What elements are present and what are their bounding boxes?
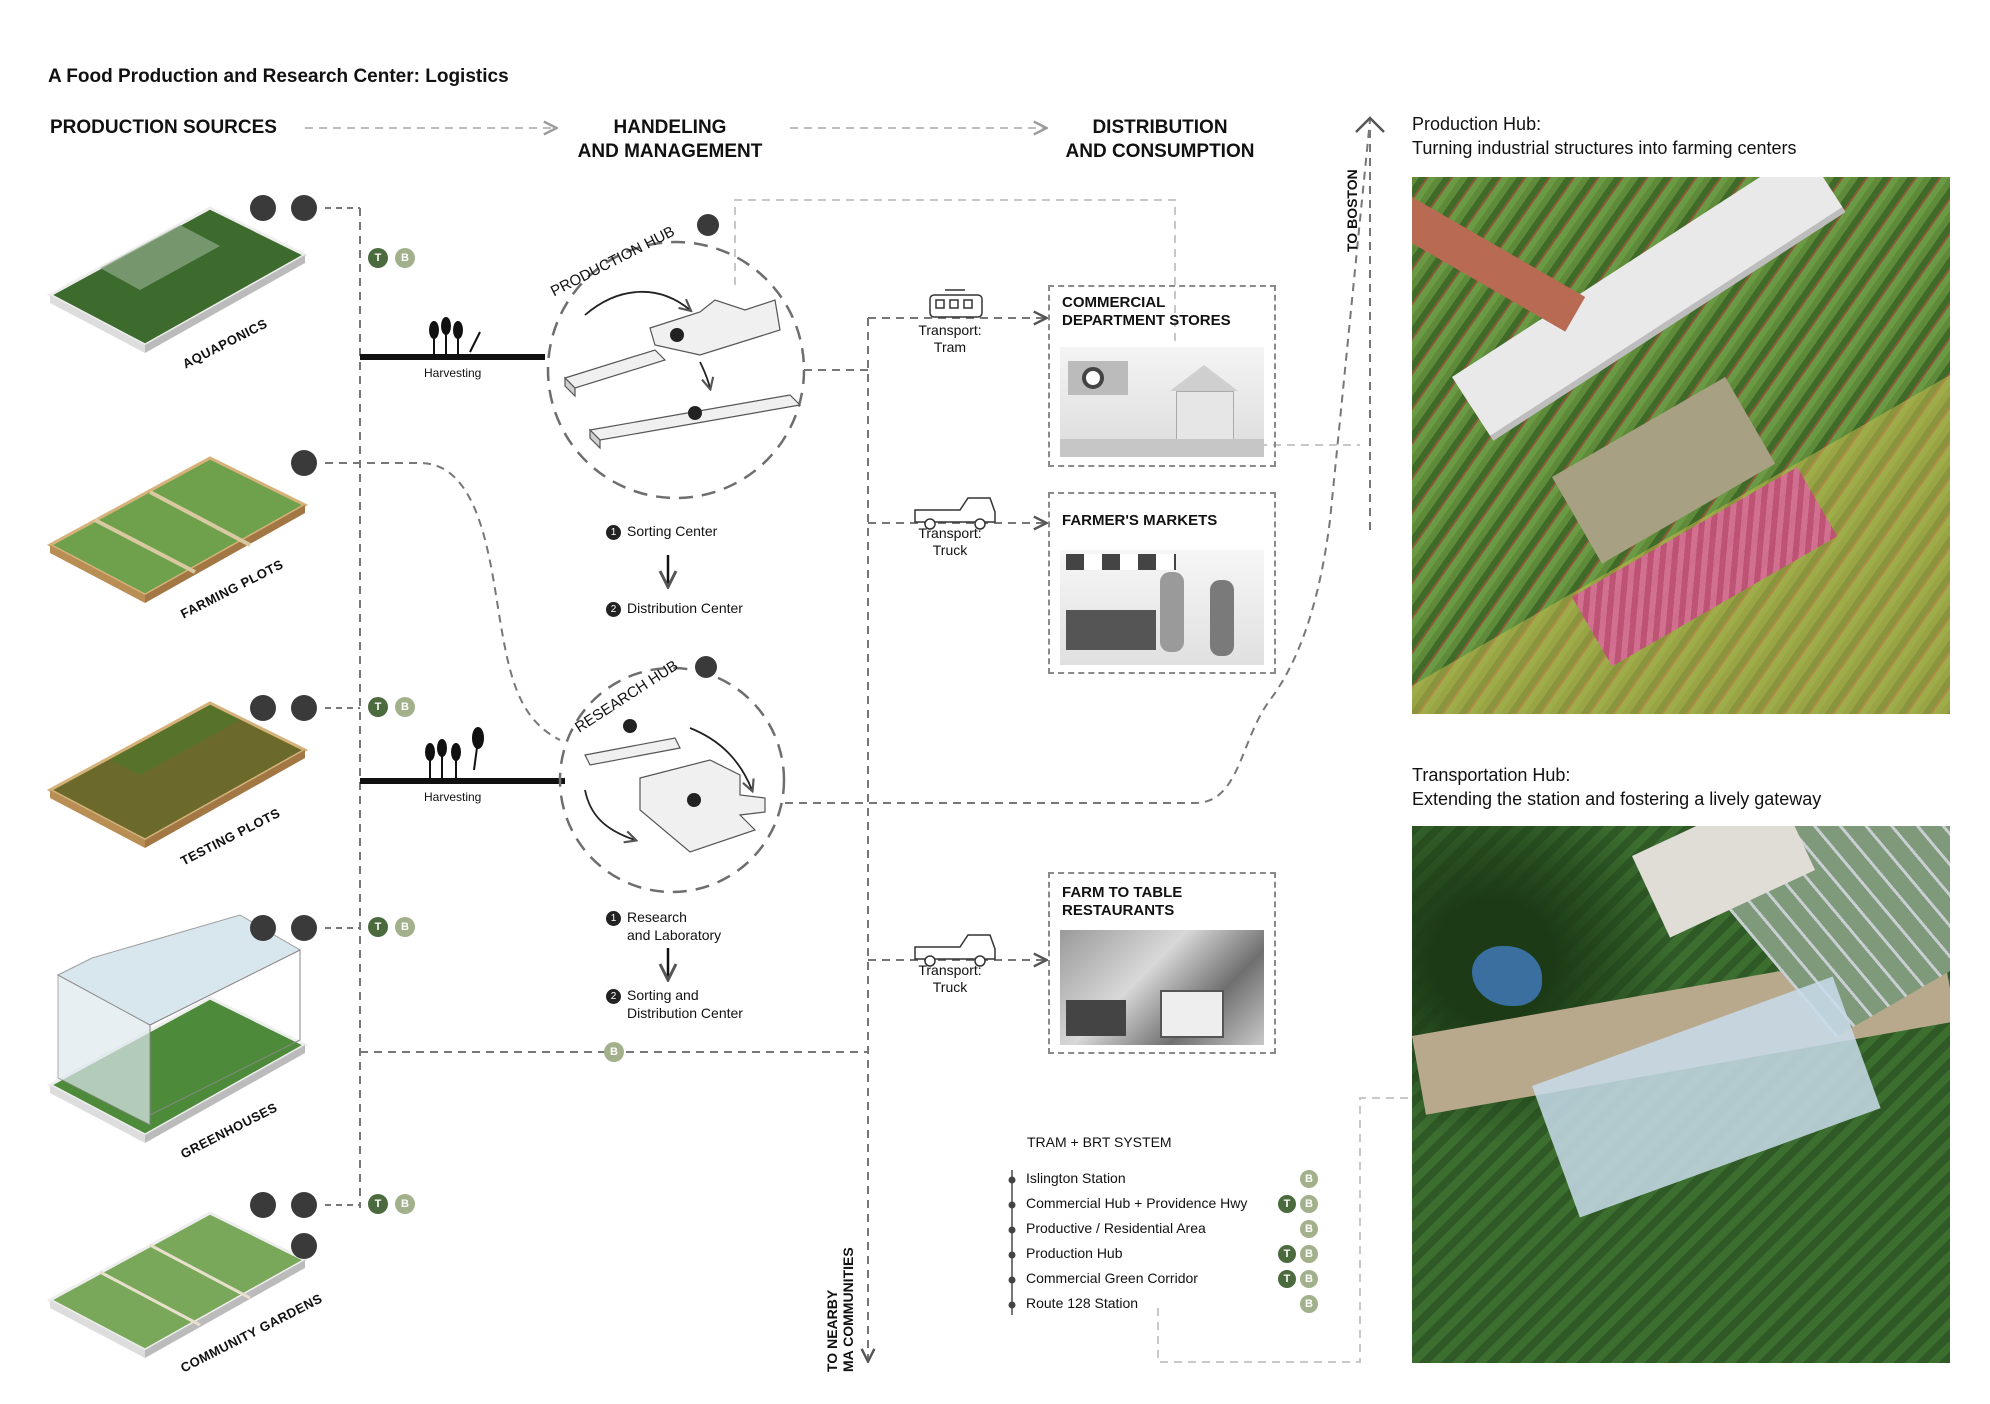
transport-label-truck: Transport:Truck [918,962,982,995]
tram-badge: T [368,1194,388,1214]
truck-icon-2 [914,934,996,967]
farming-to-research-path [325,462,561,741]
to-boston-arrowhead [1355,116,1385,133]
brt-badge: B [1300,1245,1318,1263]
research-hub-icon [695,656,717,678]
brt-badge: B [395,917,415,937]
awning [1066,554,1176,570]
tram-badge: T [1278,1270,1296,1288]
page-title: A Food Production and Research Center: L… [48,66,509,87]
brt-badge: B [395,248,415,268]
brt-badge: B [395,697,415,717]
to-nearby-label: TO NEARBY MA COMMUNITIES [824,1247,856,1372]
to-boston-label: TO BOSTON [1344,169,1360,252]
community-icon [291,195,317,221]
tile-community-gardens [46,1211,309,1358]
brt-badge: B [1300,1195,1318,1213]
community-icon [291,1233,317,1259]
harvest-label-bottom: Harvesting [424,790,482,804]
brt-badge: B [1300,1295,1318,1313]
research-hub-buildings [584,737,766,853]
tram-badge: T [368,697,388,717]
tram-icon [929,289,983,318]
brt-badge: B [1300,1220,1318,1238]
research-hub-circle [558,666,786,894]
destination-commercial: COMMERCIAL DEPARTMENT STORES [1048,285,1276,467]
truck-icon-1 [914,497,996,530]
researcher-icon [291,1192,317,1218]
tile-farming-plots [46,456,309,603]
station-item: Productive / Residential Area B [1026,1220,1326,1242]
destination-farmers-markets: FARMER'S MARKETS [1048,492,1276,674]
researcher-icon [291,915,317,941]
harvest-plant-icon [425,317,484,778]
pond [1472,946,1542,1006]
tram-badge: T [368,248,388,268]
harvest-bar-bottom [360,778,565,784]
worker-icon [250,915,276,941]
brt-badge: B [395,1194,415,1214]
person-figure [1210,580,1234,656]
station-item: Islington Station B [1026,1170,1326,1192]
column-distribution: DISTRIBUTION AND CONSUMPTION [1065,117,1255,162]
column-handling: HANDELING AND MANAGEMENT [577,117,763,162]
worker-icon [250,195,276,221]
transport-label-tram: Transport:Tram [918,322,982,355]
station-item: Production Hub T B [1026,1245,1326,1267]
tile-testing-plots [46,701,309,848]
to-boston-path [785,119,1371,804]
tile-greenhouses [46,914,309,1143]
column-production-sources: PRODUCTION SOURCES [50,117,277,138]
transportation-hub-render [1412,826,1950,1363]
worker-icon [250,1192,276,1218]
production-hub-buildings [563,299,802,450]
commercial-illustration [1060,347,1264,457]
brick-building [1412,197,1586,332]
store-logo-icon [1082,367,1104,389]
transportation-hub-heading: Transportation Hub: Extending the statio… [1412,765,1822,809]
destination-restaurants: FARM TO TABLE RESTAURANTS [1048,872,1276,1054]
station-item: Commercial Hub + Providence Hwy T B [1026,1195,1326,1217]
restaurant-illustration [1060,930,1264,1045]
industrial-building [1452,177,1843,436]
harvest-bar-top [360,354,545,360]
production-hub-heading: Production Hub: Turning industrial struc… [1412,114,1797,158]
harvest-label-top: Harvesting [424,366,482,380]
production-hub-render [1412,177,1950,714]
tram-badge: T [1278,1245,1296,1263]
brt-badge: B [1300,1170,1318,1188]
station-item: Commercial Green Corridor T B [1026,1270,1326,1292]
worker-icon [250,695,276,721]
brt-badge: B [604,1042,624,1062]
tram-badge: T [1278,1195,1296,1213]
person-figure [1160,572,1184,652]
market-illustration [1060,550,1264,665]
tile-aquaponics [46,206,309,353]
worker-icon [291,450,317,476]
station-item: Route 128 Station B [1026,1295,1326,1317]
brt-badge: B [1300,1270,1318,1288]
system-title: TRAM + BRT SYSTEM [1027,1134,1172,1150]
tram-badge: T [368,917,388,937]
transport-label-truck: Transport:Truck [918,525,982,558]
researcher-icon [291,695,317,721]
production-hub-icon [697,214,719,236]
